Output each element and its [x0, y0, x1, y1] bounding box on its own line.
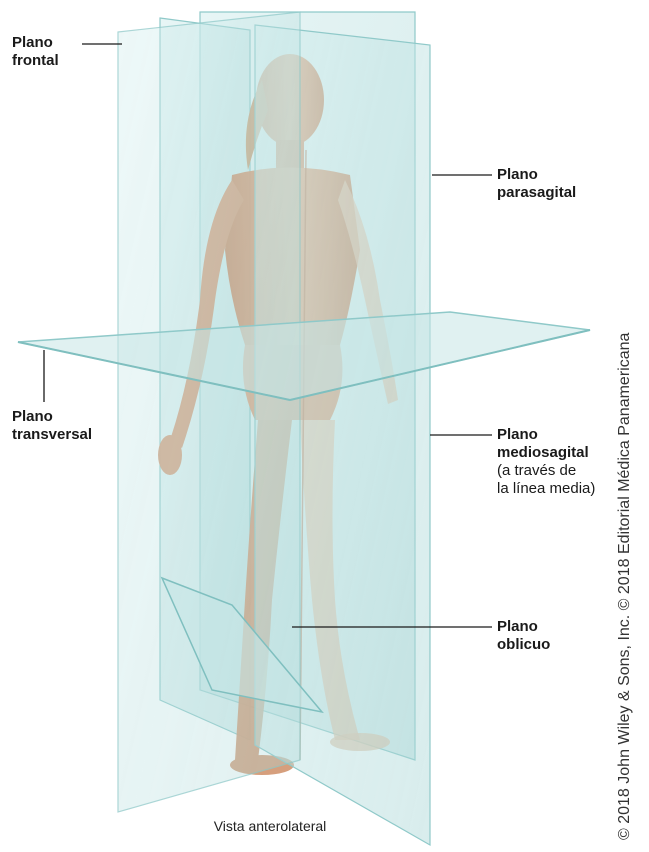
- label-mediosagital: Plano mediosagital (a través de la línea…: [497, 426, 595, 498]
- label-oblicuo-line1: Plano: [497, 618, 550, 636]
- copyright-notice: © 2018 John Wiley & Sons, Inc. © 2018 Ed…: [616, 333, 634, 840]
- label-mediosagital-line3: (a través de: [497, 462, 595, 480]
- label-transversal-line2: transversal: [12, 426, 92, 444]
- label-oblicuo: Plano oblicuo: [497, 618, 550, 654]
- label-oblicuo-line2: oblicuo: [497, 636, 550, 654]
- label-frontal: Plano frontal: [12, 34, 59, 70]
- label-transversal: Plano transversal: [12, 408, 92, 444]
- label-parasagital-line1: Plano: [497, 166, 576, 184]
- view-caption: Vista anterolateral: [180, 818, 360, 834]
- label-frontal-line1: Plano: [12, 34, 59, 52]
- label-mediosagital-line1: Plano: [497, 426, 595, 444]
- label-mediosagital-line2: mediosagital: [497, 444, 595, 462]
- label-mediosagital-line4: la línea media): [497, 480, 595, 498]
- transversal-plane: [18, 312, 590, 400]
- label-parasagital-line2: parasagital: [497, 184, 576, 202]
- label-frontal-line2: frontal: [12, 52, 59, 70]
- label-transversal-line1: Plano: [12, 408, 92, 426]
- label-parasagital: Plano parasagital: [497, 166, 576, 202]
